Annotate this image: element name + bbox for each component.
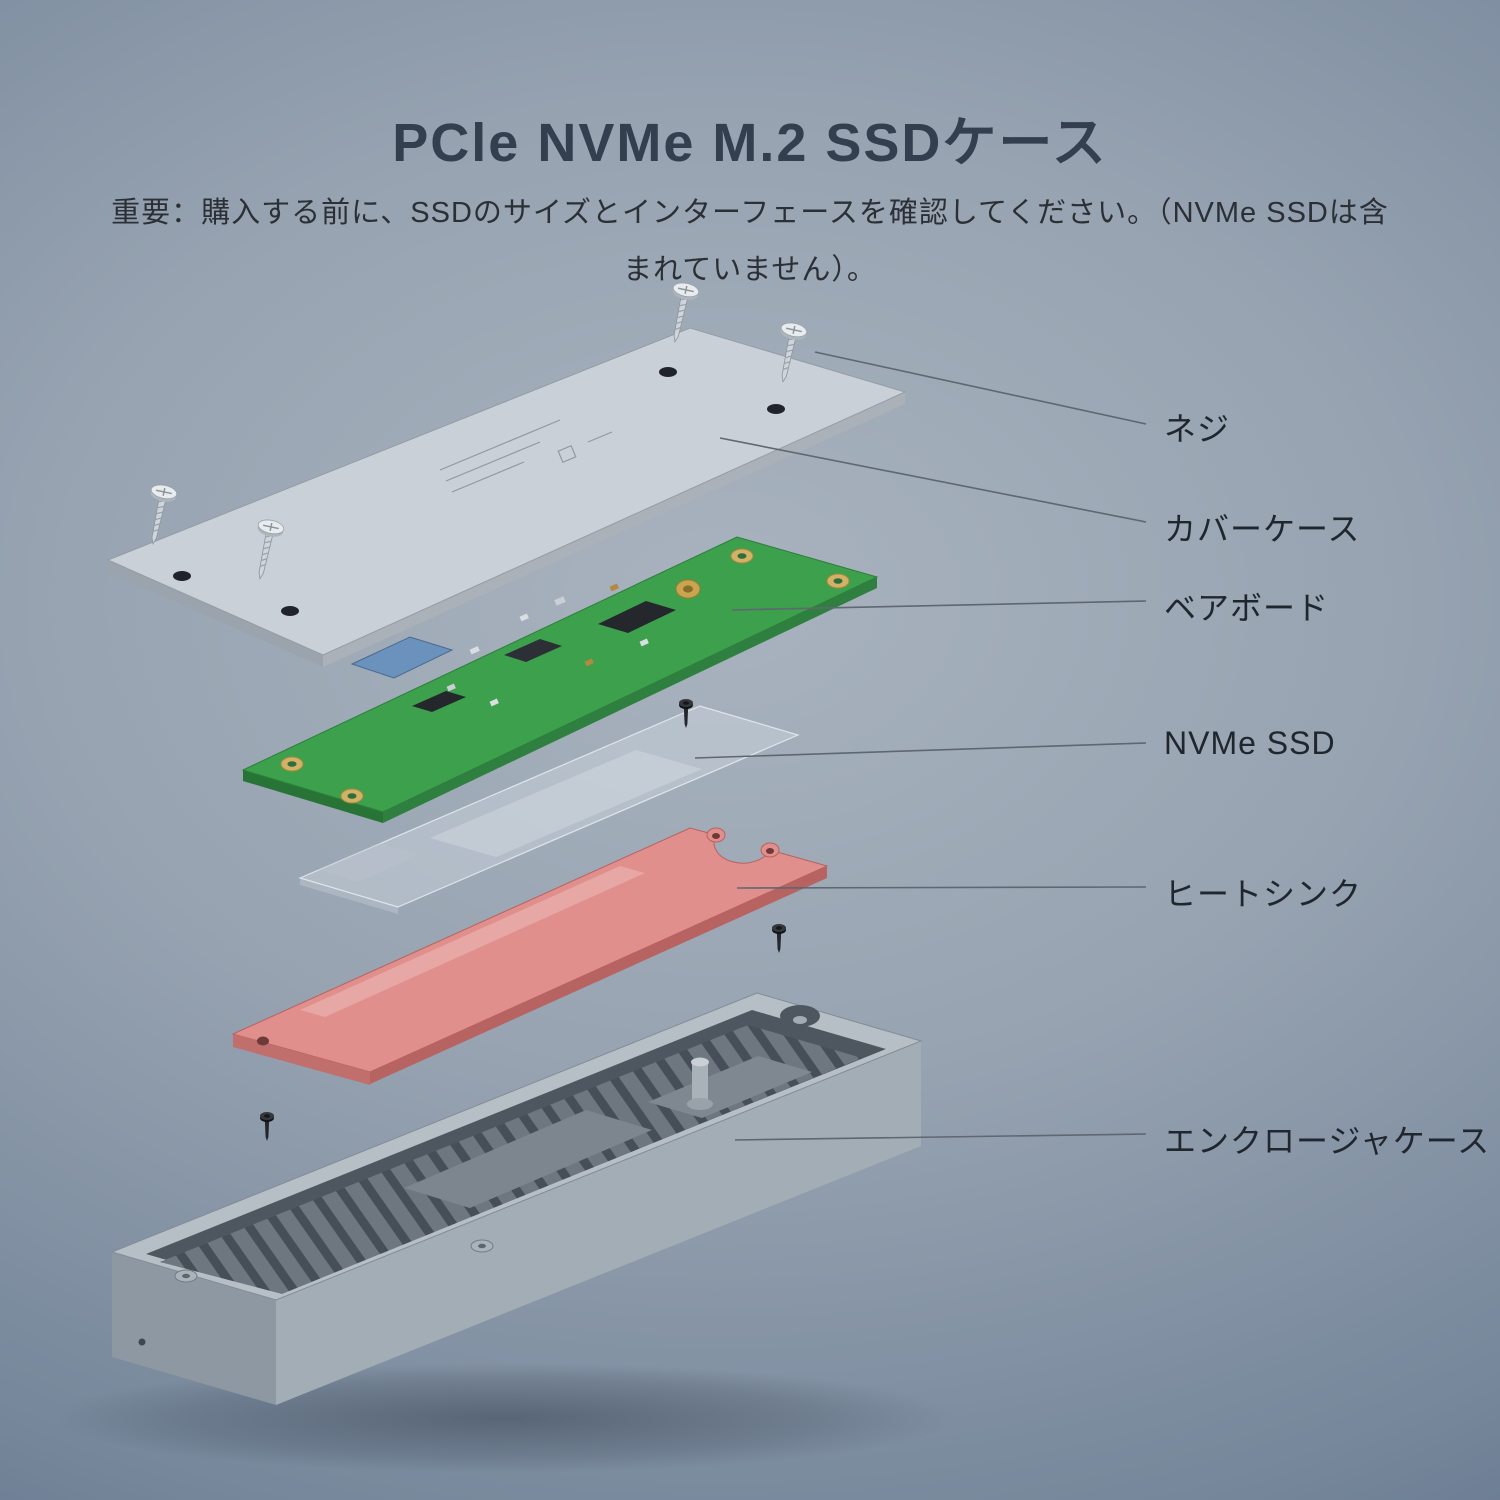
page-subtitle-line2: まれていません）。 [623,254,877,286]
callout-line-enclosure-case [734,1133,1147,1141]
callout-line-nvme-ssd [694,742,1147,759]
callout-label-screw: ネジ [1164,411,1231,447]
page-title: PCle NVMe M.2 SSDケース [392,113,1108,174]
callout-label-heatsink: ヒートシンク [1164,876,1363,912]
cover-print-marks [439,419,613,493]
enclosure-post [687,1057,713,1110]
cover-screw-holes [173,367,785,616]
nvme-ssd-shape [298,705,800,914]
callout-line-screw [814,351,1147,425]
callout-line-cover-case [719,437,1147,523]
pcb-components [350,579,701,712]
page-subtitle: 重要：購入する前に、SSDのサイズとインターフェースを確認してください。（NVM… [0,185,1500,299]
heatsink-shape [231,827,829,1085]
pcb-mount-pads [280,548,850,804]
callout-label-bare-board: ベアボード [1164,590,1330,626]
cover-case-shape [106,327,907,667]
callout-line-heatsink [736,886,1147,889]
bare-board-shape [241,536,879,823]
enclosure-case-shape [110,992,923,1405]
callout-label-enclosure-case: エンクロージャケース [1164,1123,1491,1159]
page-subtitle-line1: 重要：購入する前に、SSDのサイズとインターフェースを確認してください。（NVM… [111,197,1389,229]
callout-label-nvme-ssd: NVMe SSD [1164,725,1336,761]
callout-lines [694,351,1147,1141]
callout-label-cover-case: カバーケース [1164,511,1361,547]
callout-line-bare-board [731,600,1147,611]
